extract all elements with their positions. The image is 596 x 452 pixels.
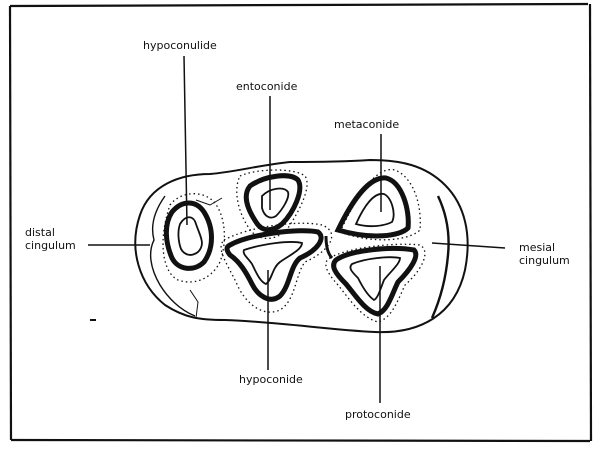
label-entoconide: entoconide <box>236 81 297 93</box>
label-distal: distal <box>25 227 55 239</box>
hypoconulide-leader <box>184 56 187 225</box>
hypoconulide-cusp <box>166 203 211 268</box>
mesial-cingulum-ridge <box>432 196 449 318</box>
label-metaconide: metaconide <box>334 119 399 131</box>
central-enamel-ridge <box>326 236 332 258</box>
metaconide-cusp <box>338 178 408 236</box>
label-hypoconide: hypoconide <box>239 374 303 386</box>
label-protoconide: protoconide <box>345 409 411 421</box>
label-distal-cingulum: cingulum <box>25 240 76 252</box>
label-mesial-cingulum: cingulum <box>519 255 570 267</box>
hypoconide-cusp <box>227 231 321 299</box>
label-mesial: mesial <box>519 242 555 254</box>
entoconide-cusp <box>246 176 300 230</box>
label-hypoconulide: hypoconulide <box>143 40 217 52</box>
cusp-rings <box>166 176 415 314</box>
